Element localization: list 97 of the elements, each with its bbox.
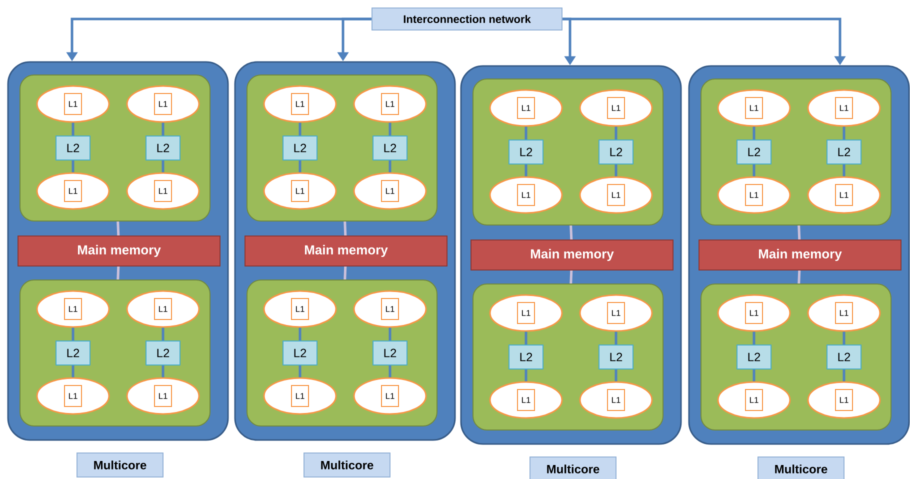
cache-box: L1 [517, 302, 535, 324]
connector-line [116, 266, 120, 280]
connector-line [344, 266, 347, 280]
cache-box: L2 [56, 340, 90, 366]
memory-bar: Main memory [470, 240, 674, 270]
cache-box: L2 [508, 344, 544, 370]
connector-line [72, 366, 74, 378]
cache-box: L2 [146, 136, 180, 160]
connector-line [116, 221, 120, 236]
connector-line [72, 160, 74, 172]
connector-line [72, 122, 74, 136]
cache-box: L1 [381, 298, 399, 320]
cache-box: L1 [607, 97, 625, 119]
cache-box: L1 [607, 184, 625, 206]
cache-box: L2 [508, 140, 544, 164]
cache-box: L1 [291, 298, 309, 320]
connector-line [524, 370, 528, 382]
connector-line [842, 126, 846, 140]
connector-line [162, 366, 164, 378]
connector-line [842, 332, 846, 344]
cache-box: L1 [745, 97, 763, 119]
connector-line [162, 160, 164, 172]
memory-bar: Main memory [244, 236, 448, 266]
connector-line [752, 370, 756, 382]
cache-box: L1 [745, 389, 763, 411]
memory-bar: Main memory [698, 240, 902, 270]
cache-box: L2 [56, 136, 90, 160]
connector-line [842, 370, 846, 382]
cache-box: L1 [745, 302, 763, 324]
cache-box: L1 [291, 180, 309, 202]
cache-box: L1 [291, 93, 309, 115]
connector-line [570, 270, 573, 284]
network-box: Interconnection network [372, 8, 562, 30]
cache-box: L1 [607, 389, 625, 411]
label-box: Multicore [530, 456, 616, 479]
cache-box: L1 [835, 389, 853, 411]
cache-box: L1 [154, 180, 172, 202]
connector-line [798, 225, 801, 240]
label-box: Multicore [758, 456, 844, 479]
cache-box: L1 [607, 302, 625, 324]
cache-box: L2 [826, 344, 862, 370]
cache-box: L1 [381, 180, 399, 202]
connector-line [298, 328, 302, 340]
connector-line [614, 370, 618, 382]
cache-box: L1 [64, 385, 82, 407]
connector-line [388, 160, 392, 172]
connector-line [752, 332, 756, 344]
connector-line [842, 164, 846, 176]
cache-box: L1 [517, 389, 535, 411]
connector-line [524, 126, 528, 140]
cache-box: L2 [736, 344, 772, 370]
connector-line [162, 328, 164, 340]
cache-box: L2 [598, 140, 634, 164]
connector-line [524, 332, 528, 344]
cache-box: L2 [736, 140, 772, 164]
label-box: Multicore [304, 452, 390, 478]
connector-line [72, 328, 74, 340]
cache-box: L2 [826, 140, 862, 164]
connector-line [388, 122, 392, 136]
label-box: Multicore [76, 452, 164, 478]
connector-line [298, 366, 302, 378]
cache-box: L1 [835, 302, 853, 324]
cache-box: L1 [291, 385, 309, 407]
cache-box: L2 [282, 136, 318, 160]
connector-line [162, 122, 164, 136]
connector-line [614, 164, 618, 176]
cache-box: L1 [835, 184, 853, 206]
cache-box: L1 [517, 97, 535, 119]
cache-box: L2 [282, 340, 318, 366]
cache-box: L1 [154, 385, 172, 407]
cache-box: L1 [835, 97, 853, 119]
cache-box: L1 [64, 180, 82, 202]
cache-box: L1 [381, 385, 399, 407]
connector-line [614, 332, 618, 344]
memory-bar: Main memory [18, 236, 220, 266]
cache-box: L1 [154, 93, 172, 115]
cache-box: L1 [517, 184, 535, 206]
cache-box: L1 [745, 184, 763, 206]
connector-line [388, 328, 392, 340]
connector-line [388, 366, 392, 378]
connector-line [298, 160, 302, 172]
connector-line [344, 221, 347, 236]
connector-line [524, 164, 528, 176]
cache-box: L2 [372, 136, 408, 160]
cache-box: L1 [64, 298, 82, 320]
cache-box: L2 [598, 344, 634, 370]
connector-line [752, 164, 756, 176]
connector-line [798, 270, 801, 284]
connector-line [298, 122, 302, 136]
connector-line [614, 126, 618, 140]
connector-line [752, 126, 756, 140]
cache-box: L2 [372, 340, 408, 366]
cache-box: L1 [154, 298, 172, 320]
cache-box: L1 [381, 93, 399, 115]
cache-box: L1 [64, 93, 82, 115]
connector-line [570, 225, 573, 240]
cache-box: L2 [146, 340, 180, 366]
